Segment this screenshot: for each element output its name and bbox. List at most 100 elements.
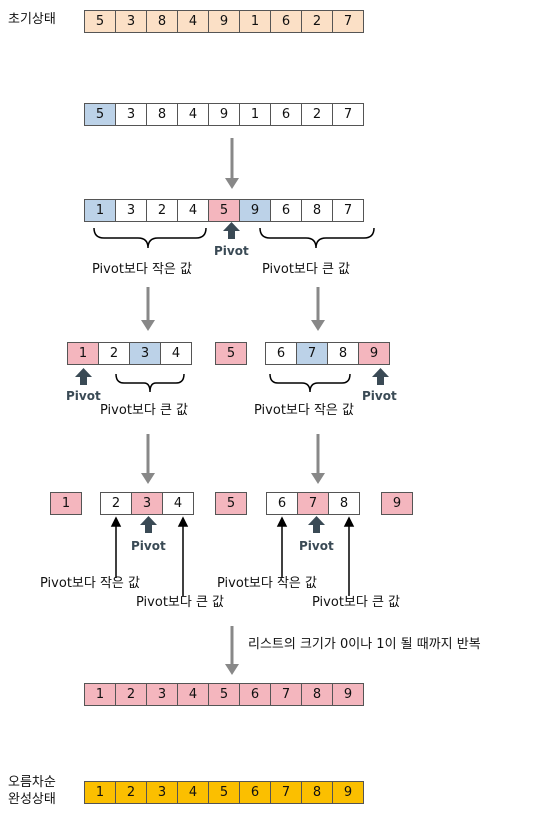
sorted-state-label-line1: 오름차순 xyxy=(8,775,56,790)
array-cell: 1 xyxy=(239,10,271,33)
array-cell: 2 xyxy=(98,342,130,365)
array-cell: 9 xyxy=(208,10,240,33)
row-level3-e: 9 xyxy=(381,492,413,515)
array-cell: 7 xyxy=(296,342,328,365)
smaller-label-1: Pivot보다 작은 값 xyxy=(92,262,192,277)
row-level3-a: 1 xyxy=(50,492,82,515)
flow-arrow-5 xyxy=(311,434,325,484)
array-cell: 8 xyxy=(328,492,360,515)
array-cell: 3 xyxy=(115,10,147,33)
pivot-label-3: Pivot xyxy=(362,389,397,403)
smaller-label-3: Pivot보다 작은 값 xyxy=(40,576,140,591)
pivot-label-2: Pivot xyxy=(66,389,101,403)
pivot-label-4: Pivot xyxy=(131,539,166,553)
larger-label-1: Pivot보다 큰 값 xyxy=(262,262,351,277)
array-cell: 8 xyxy=(146,10,178,33)
pointer-arrow-4 xyxy=(343,516,355,596)
array-cell: 1 xyxy=(67,342,99,365)
smaller-label-4: Pivot보다 작은 값 xyxy=(217,576,317,591)
pivot-arrow-5 xyxy=(308,516,325,533)
initial-state-label: 초기상태 xyxy=(8,12,56,27)
array-cell: 7 xyxy=(332,103,364,126)
array-cell: 9 xyxy=(358,342,390,365)
array-cell: 1 xyxy=(84,199,116,222)
array-cell: 5 xyxy=(208,781,240,804)
pivot-arrow-2 xyxy=(75,368,92,385)
row-level3-c: 5 xyxy=(215,492,247,515)
array-cell: 4 xyxy=(177,683,209,706)
array-cell: 3 xyxy=(146,781,178,804)
larger-label-2: Pivot보다 큰 값 xyxy=(100,403,189,418)
array-cell: 1 xyxy=(50,492,82,515)
pivot-label-5: Pivot xyxy=(299,539,334,553)
array-cell: 8 xyxy=(301,781,333,804)
array-cell: 4 xyxy=(177,781,209,804)
pointer-arrow-2 xyxy=(177,516,189,596)
array-cell: 6 xyxy=(265,342,297,365)
brace-level2-left xyxy=(115,373,185,393)
array-cell: 3 xyxy=(146,683,178,706)
array-cell: 6 xyxy=(270,10,302,33)
array-cell: 5 xyxy=(84,10,116,33)
array-cell: 4 xyxy=(177,10,209,33)
array-cell: 6 xyxy=(239,683,271,706)
array-cell: 7 xyxy=(332,199,364,222)
row-level2-mid: 5 xyxy=(215,342,247,365)
flow-arrow-3 xyxy=(311,287,325,331)
array-cell: 4 xyxy=(162,492,194,515)
array-cell: 3 xyxy=(129,342,161,365)
array-cell: 2 xyxy=(301,10,333,33)
array-cell: 8 xyxy=(327,342,359,365)
array-cell: 1 xyxy=(239,103,271,126)
array-cell: 2 xyxy=(146,199,178,222)
sorted-state-label-line2: 완성상태 xyxy=(8,792,56,807)
array-cell: 6 xyxy=(239,781,271,804)
array-cell: 8 xyxy=(301,199,333,222)
brace-level2-right xyxy=(269,373,351,393)
array-cell: 4 xyxy=(160,342,192,365)
flow-arrow-4 xyxy=(141,434,155,484)
array-cell: 3 xyxy=(115,199,147,222)
array-cell: 2 xyxy=(115,781,147,804)
brace-right-larger xyxy=(259,227,375,249)
pointer-arrow-1 xyxy=(110,516,122,578)
array-cell: 7 xyxy=(270,781,302,804)
array-cell: 5 xyxy=(208,199,240,222)
array-cell: 9 xyxy=(332,683,364,706)
recursion-note: 리스트의 크기가 0이나 1이 될 때까지 반복 xyxy=(248,637,481,652)
pivot-arrow-3 xyxy=(372,368,389,385)
array-cell: 1 xyxy=(84,781,116,804)
larger-label-3: Pivot보다 큰 값 xyxy=(136,595,225,610)
array-cell: 7 xyxy=(332,10,364,33)
array-cell: 3 xyxy=(115,103,147,126)
array-cell: 7 xyxy=(270,683,302,706)
array-cell: 5 xyxy=(215,342,247,365)
array-cell: 9 xyxy=(239,199,271,222)
array-cell: 4 xyxy=(177,103,209,126)
array-cell: 5 xyxy=(215,492,247,515)
array-cell: 4 xyxy=(177,199,209,222)
pivot-arrow-4 xyxy=(140,516,157,533)
array-cell: 8 xyxy=(301,683,333,706)
smaller-label-2: Pivot보다 작은 값 xyxy=(254,403,354,418)
array-cell: 6 xyxy=(266,492,298,515)
flow-arrow-6 xyxy=(225,626,239,675)
array-cell: 9 xyxy=(381,492,413,515)
brace-left-smaller xyxy=(93,227,207,249)
array-cell: 3 xyxy=(131,492,163,515)
array-cell: 2 xyxy=(301,103,333,126)
array-cell: 6 xyxy=(270,199,302,222)
array-cell: 9 xyxy=(208,103,240,126)
array-cell: 5 xyxy=(84,103,116,126)
flow-arrow-1 xyxy=(225,138,239,189)
